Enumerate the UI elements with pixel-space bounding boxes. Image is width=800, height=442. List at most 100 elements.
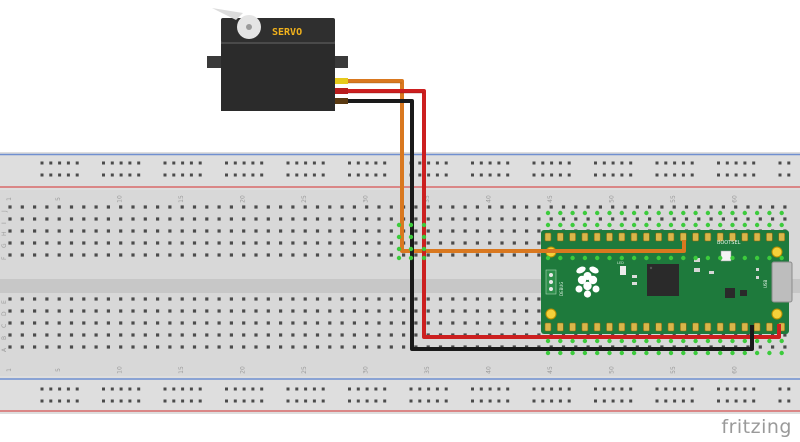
- breadboard-hole: [168, 333, 172, 337]
- rail-hole: [655, 173, 659, 177]
- connected-hole-indicator: [668, 210, 674, 216]
- breadboard-hole: [672, 217, 676, 221]
- breadboard-hole: [611, 217, 615, 221]
- rail-hole: [189, 173, 193, 177]
- breadboard-hole: [205, 253, 209, 257]
- breadboard-hole: [463, 253, 467, 257]
- rail-hole: [602, 161, 606, 165]
- row-letter: C: [1, 324, 8, 328]
- rail-hole: [304, 161, 308, 165]
- pico-pin: [581, 322, 589, 332]
- breadboard-hole: [611, 205, 615, 209]
- connected-hole-indicator: [396, 234, 402, 240]
- bootsel-button[interactable]: [720, 250, 732, 262]
- breadboard-hole: [402, 297, 406, 301]
- breadboard-hole: [180, 321, 184, 325]
- rail-hole: [49, 399, 53, 403]
- column-number: 25: [301, 195, 308, 203]
- breadboard-hole: [328, 333, 332, 337]
- breadboard-hole: [537, 321, 541, 325]
- fritzing-logo: fritzing: [721, 416, 792, 438]
- pico-pin: [679, 232, 687, 242]
- connected-hole-indicator: [767, 338, 772, 344]
- rail-hole: [602, 387, 606, 391]
- rail-hole: [427, 173, 431, 177]
- connected-hole-indicator: [558, 350, 563, 356]
- pico-pin: [716, 232, 724, 242]
- rail-hole: [225, 161, 228, 165]
- rail-hole: [102, 399, 105, 403]
- breadboard-hole: [266, 253, 270, 257]
- rail-hole: [75, 387, 79, 391]
- ground-wire[interactable]: [348, 99, 754, 351]
- breadboard-hole: [94, 205, 98, 209]
- breadboard-hole: [586, 217, 590, 221]
- breadboard-hole: [45, 309, 49, 313]
- rail-hole: [673, 387, 677, 391]
- breadboard-hole: [254, 253, 258, 257]
- signal-wire[interactable]: [348, 79, 686, 253]
- rail-hole: [664, 387, 668, 391]
- rail-hole: [435, 161, 439, 165]
- breadboard-hole: [438, 205, 443, 209]
- connected-hole-indicator: [607, 350, 612, 356]
- connected-hole-indicator: [631, 350, 637, 356]
- breadboard-hole: [254, 321, 258, 325]
- connected-hole-indicator: [619, 222, 624, 228]
- breadboard-hole: [709, 217, 713, 221]
- rail-hole: [655, 399, 659, 403]
- breadboard-hole: [20, 333, 24, 337]
- breadboard-hole: [69, 345, 74, 349]
- rail-hole: [717, 173, 720, 177]
- rail-hole: [734, 387, 738, 391]
- rail-hole: [110, 387, 114, 391]
- rail-hole: [312, 399, 316, 403]
- rail-hole: [541, 161, 545, 165]
- pico-pin: [630, 232, 638, 242]
- rail-hole: [690, 161, 694, 165]
- breadboard-hole: [451, 205, 455, 209]
- column-number: 60: [732, 366, 739, 374]
- connected-hole-indicator: [631, 222, 637, 228]
- breadboard-hole: [119, 297, 123, 301]
- breadboard-hole: [512, 309, 516, 313]
- connected-hole-indicator: [705, 222, 711, 228]
- rail-hole: [497, 387, 501, 391]
- breadboard-hole: [180, 345, 184, 349]
- column-number: 10: [117, 366, 124, 374]
- breadboard-hole: [414, 309, 418, 313]
- rail-hole: [295, 161, 299, 165]
- breadboard-hole: [266, 345, 270, 349]
- rail-hole: [752, 173, 756, 177]
- connected-hole-indicator: [693, 255, 698, 261]
- rail-hole: [488, 387, 492, 391]
- rail-hole: [356, 399, 360, 403]
- breadboard-hole: [451, 309, 455, 313]
- connected-hole-indicator: [396, 246, 402, 252]
- column-number: 5: [55, 368, 62, 372]
- breadboard-hole: [106, 205, 110, 209]
- power-wire[interactable]: [348, 89, 781, 339]
- breadboard-hole: [352, 253, 356, 257]
- breadboard-hole: [33, 345, 37, 349]
- rail-hole: [620, 173, 624, 177]
- breadboard-hole: [352, 333, 356, 337]
- rail-hole: [40, 161, 44, 165]
- breadboard-hole: [94, 297, 98, 301]
- breadboard-hole: [414, 205, 418, 209]
- rail-hole: [471, 173, 474, 177]
- breadboard-hole: [143, 321, 147, 325]
- breadboard-hole: [365, 205, 369, 209]
- rail-hole: [128, 161, 132, 165]
- breadboard-hole: [82, 333, 86, 337]
- breadboard-hole: [648, 205, 652, 209]
- connected-hole-indicator: [408, 222, 414, 228]
- breadboard-hole: [119, 321, 123, 325]
- rail-hole: [681, 387, 685, 391]
- rail-hole: [225, 173, 228, 177]
- breadboard-hole: [525, 309, 529, 313]
- breadboard-hole: [229, 205, 233, 209]
- rail-hole: [304, 387, 308, 391]
- rail-hole: [734, 173, 738, 177]
- breadboard-hole: [156, 253, 160, 257]
